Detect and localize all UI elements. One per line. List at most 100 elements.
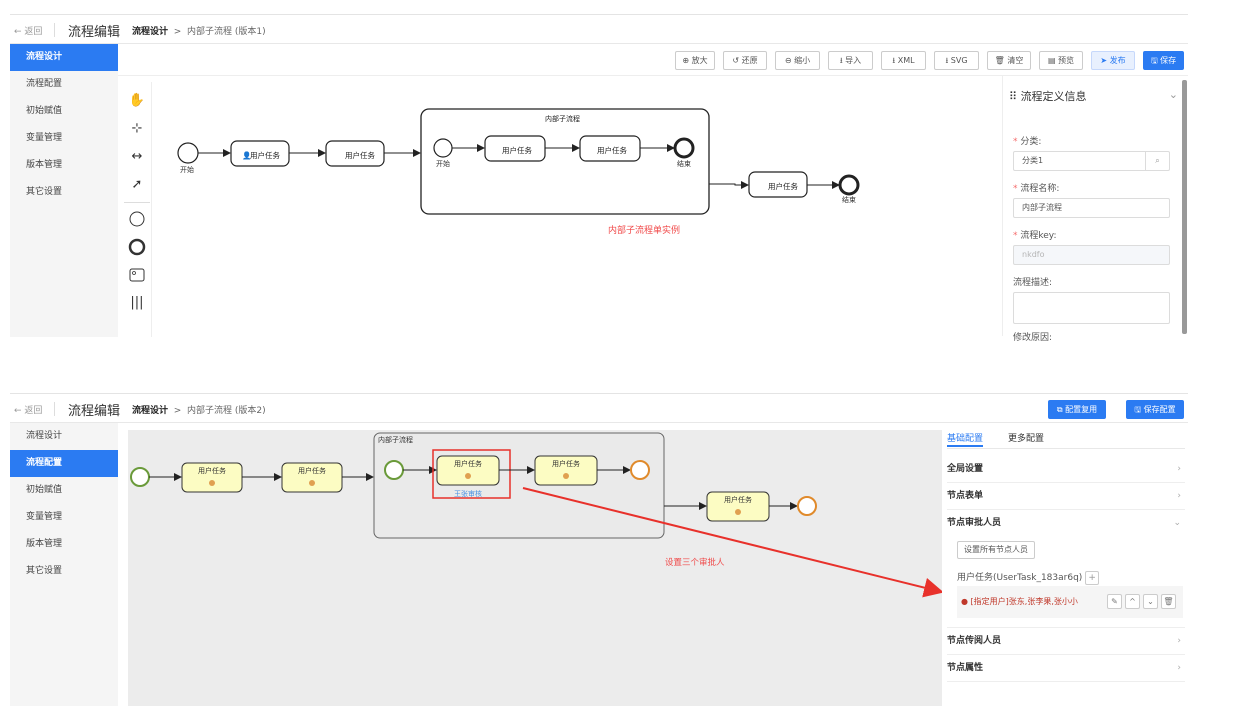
section-node-cc[interactable]: 节点传阅人员›	[947, 628, 1185, 655]
divider	[54, 402, 55, 416]
user-task-1[interactable]: 用户任务	[181, 462, 243, 493]
diagram-canvas[interactable]: 开始 👤 用户任务 用户任务 内部子流程 开始 用户任务	[160, 76, 1000, 336]
bpmn-diagram: 开始 👤 用户任务 用户任务 内部子流程 开始 用户任务	[177, 108, 860, 236]
connect-tool-icon[interactable]: ➚	[131, 177, 143, 192]
svg-text:结束: 结束	[842, 195, 856, 204]
annotation-text: 设置三个审批人	[665, 557, 725, 568]
category-input[interactable]: 分类1⌕	[1013, 151, 1170, 171]
hand-tool-icon[interactable]: ✋	[128, 93, 146, 108]
diagram-canvas[interactable]: 用户任务 用户任务 内部子流程 用户任务 王张审核	[128, 430, 944, 706]
breadcrumb-root[interactable]: 流程设计	[132, 406, 169, 416]
sidebar-item-variables[interactable]: 变量管理	[26, 133, 63, 143]
user-task-3[interactable]: 用户任务	[706, 491, 770, 522]
reuse-icon: ⧉	[1056, 405, 1066, 414]
save-button[interactable]: 🖫 保存	[1143, 51, 1184, 70]
info-icon: ⠿	[1009, 90, 1021, 103]
svg-text:用户任务: 用户任务	[502, 145, 532, 155]
end-event[interactable]	[797, 496, 817, 516]
bpmn-diagram: 用户任务 用户任务 内部子流程 用户任务 王张审核	[130, 432, 944, 598]
section-node-form[interactable]: 节点表单›	[947, 483, 1185, 510]
sidebar-item-flow-design[interactable]: 流程设计	[10, 44, 118, 71]
sidebar-item-flow-design[interactable]: 流程设计	[26, 431, 63, 441]
sidebar-item-versions[interactable]: 版本管理	[26, 539, 63, 549]
app-title: 流程编辑	[68, 25, 121, 40]
tab-more-config[interactable]: 更多配置	[1008, 434, 1045, 444]
end-event[interactable]: 结束	[838, 174, 860, 204]
sidebar-item-init-assign[interactable]: 初始赋值	[26, 485, 63, 495]
svg-text:内部子流程: 内部子流程	[545, 114, 580, 123]
key-input[interactable]: nkdfo	[1013, 245, 1170, 265]
user-task-3[interactable]: 用户任务	[748, 171, 808, 198]
breadcrumb: 流程设计 > 内部子流程 (版本1)	[132, 24, 266, 37]
back-link[interactable]: ← 返回	[14, 406, 43, 416]
start-event[interactable]: 开始	[177, 142, 199, 174]
props-scrollbar[interactable]	[1182, 80, 1187, 334]
name-label: * 流程名称:	[1013, 184, 1060, 194]
zoom-out-button[interactable]: ⊖ 缩小	[775, 51, 820, 70]
chevron-right-icon: ›	[1177, 636, 1181, 646]
start-event-icon[interactable]	[128, 210, 146, 228]
props-header[interactable]: ⠿ 流程定义信息⌄	[1003, 88, 1188, 104]
preview-button[interactable]: ▤ 预览	[1039, 51, 1083, 70]
import-button[interactable]: ⭳ 导入	[828, 51, 873, 70]
desc-textarea[interactable]	[1013, 292, 1170, 324]
key-label: * 流程key:	[1013, 231, 1057, 241]
export-svg-button[interactable]: ⭳ SVG	[934, 51, 979, 70]
user-task-2[interactable]: 用户任务	[281, 462, 343, 493]
more-icon[interactable]: |||	[130, 295, 144, 310]
category-label: * 分类:	[1013, 137, 1042, 147]
sidebar-item-other[interactable]: 其它设置	[26, 187, 63, 197]
breadcrumb-separator: >	[173, 406, 182, 416]
set-all-approvers-button[interactable]: 设置所有节点人员	[957, 541, 1035, 559]
user-task-2[interactable]: 用户任务	[325, 140, 385, 167]
start-event[interactable]	[130, 467, 150, 487]
end-event-icon[interactable]	[128, 238, 146, 256]
section-global-settings[interactable]: 全局设置›	[947, 456, 1185, 483]
edit-icon[interactable]: ✎	[1107, 594, 1122, 609]
sidebar-item-other[interactable]: 其它设置	[26, 566, 63, 576]
sidebar-item-flow-config[interactable]: 流程配置	[10, 450, 118, 477]
sidebar-item-versions[interactable]: 版本管理	[26, 160, 63, 170]
reset-button[interactable]: ↺ 还原	[723, 51, 767, 70]
search-icon[interactable]: ⌕	[1145, 152, 1169, 170]
chevron-down-icon[interactable]: ⌄	[1143, 594, 1158, 609]
warning-icon: ●	[961, 597, 971, 606]
section-node-approvers[interactable]: 节点审批人员⌄	[947, 510, 1185, 537]
sidebar-item-flow-config[interactable]: 流程配置	[26, 79, 63, 89]
delete-icon[interactable]: 🗑	[1161, 594, 1176, 609]
breadcrumb-current: 内部子流程 (版本2)	[187, 406, 266, 416]
breadcrumb-current: 内部子流程 (版本1)	[187, 27, 266, 37]
publish-button[interactable]: ➤ 发布	[1091, 51, 1135, 70]
tab-basic-config[interactable]: 基础配置	[947, 434, 984, 444]
add-icon[interactable]: +	[1085, 571, 1100, 585]
svg-text:开始: 开始	[436, 159, 450, 168]
row-actions: ✎ ^ ⌄ 🗑	[1107, 594, 1183, 610]
config-reuse-button[interactable]: ⧉ 配置复用	[1048, 400, 1106, 419]
save-config-button[interactable]: 🖫 保存配置	[1126, 400, 1184, 419]
zoom-in-button[interactable]: ⊕ 放大	[675, 51, 715, 70]
lasso-tool-icon[interactable]: ⊹	[131, 121, 143, 136]
back-link[interactable]: ← 返回	[14, 27, 43, 37]
assignee-text: ● [指定用户]张东,张李果,张小小	[961, 597, 1078, 606]
svg-text:开始: 开始	[180, 165, 194, 174]
sidebar-item-init-assign[interactable]: 初始赋值	[26, 106, 63, 116]
sub-process[interactable]: 内部子流程 用户任务 王张审核 用户任务	[373, 432, 665, 539]
svg-text:内部子流程: 内部子流程	[378, 435, 413, 444]
active-tab-underline	[947, 445, 983, 447]
chevron-up-icon[interactable]: ^	[1125, 594, 1140, 609]
breadcrumb-root[interactable]: 流程设计	[132, 27, 169, 37]
svg-text:结束: 结束	[677, 159, 691, 168]
tool-palette: ✋ ⊹ ↔ ➚ |||	[122, 82, 152, 337]
chevron-down-icon[interactable]: ⌄	[1168, 88, 1178, 101]
divider	[54, 23, 55, 37]
sidebar-item-variables[interactable]: 变量管理	[26, 512, 63, 522]
space-tool-icon[interactable]: ↔	[131, 149, 143, 164]
sub-process[interactable]: 内部子流程 开始 用户任务 用户任务 结束	[420, 108, 710, 215]
assignee-row: ● [指定用户]张东,张李果,张小小 ✎ ^ ⌄ 🗑	[957, 586, 1183, 618]
user-task-icon[interactable]	[128, 266, 146, 284]
user-task-1[interactable]: 👤 用户任务	[230, 140, 290, 167]
export-xml-button[interactable]: ⭳ XML	[881, 51, 926, 70]
clear-button[interactable]: 🗑 清空	[987, 51, 1031, 70]
name-input[interactable]: 内部子流程	[1013, 198, 1170, 218]
section-node-attrs[interactable]: 节点属性›	[947, 655, 1185, 682]
